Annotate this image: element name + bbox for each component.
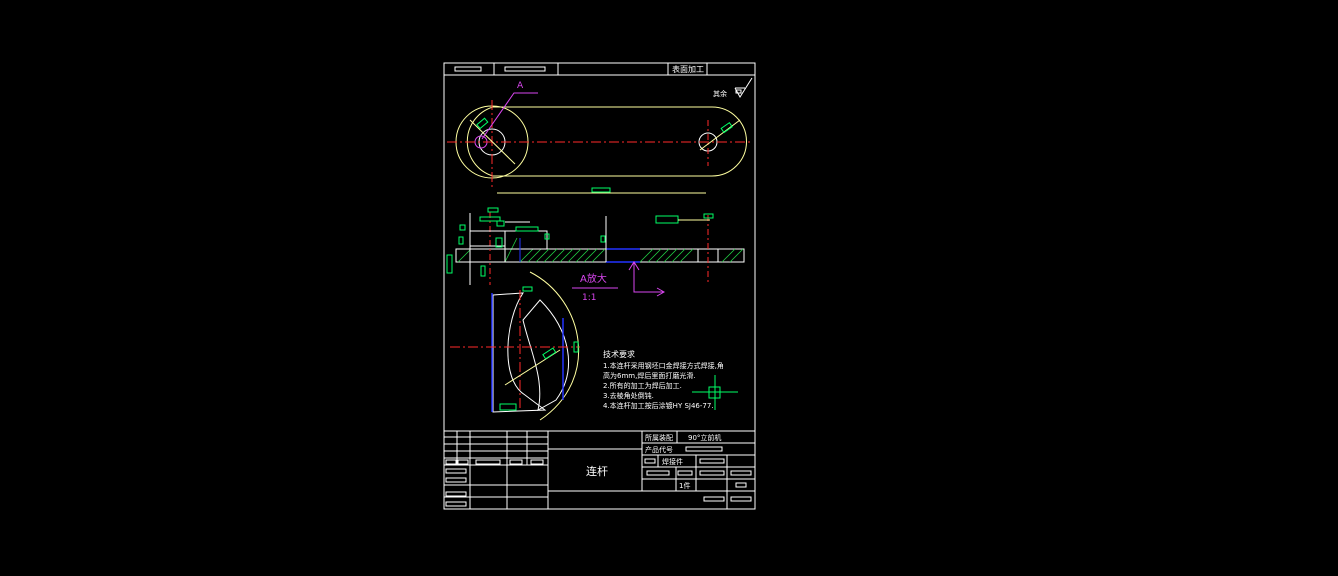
roughness-symbol <box>734 77 753 98</box>
detail-scale: 1:1 <box>582 293 596 303</box>
tech-line-3: 2.所有的加工为焊后加工. <box>603 381 682 390</box>
part-name: 连杆 <box>586 464 608 478</box>
tech-line-4: 3.去棱角处倒钝. <box>603 391 654 400</box>
tech-requirements: 技术要求 1.本连杆采用钢坯口金焊接方式焊接,角 高为6mm,焊后里面打磨光滑.… <box>603 349 724 410</box>
detail-view <box>450 271 580 421</box>
model-value: 90°立前机 <box>688 433 721 442</box>
header-strip <box>444 63 755 76</box>
model-label: 所属装配 <box>645 433 673 442</box>
rod-section-body <box>455 248 745 263</box>
tech-title: 技术要求 <box>603 349 635 359</box>
view-direction-arrow <box>633 262 664 293</box>
section-letter-a: A <box>517 81 524 91</box>
quantity: 1件 <box>679 481 690 490</box>
sheet-border <box>443 62 756 510</box>
header-surface-label: 表面加工 <box>672 64 704 74</box>
title-block <box>444 430 755 509</box>
part-type: 焊接件 <box>662 457 683 466</box>
tech-line-1: 1.本连杆采用钢坯口金焊接方式焊接,角 <box>603 361 724 370</box>
rod-outline <box>466 106 747 177</box>
tech-line-2: 高为6mm,焊后里面打磨光滑. <box>603 371 696 380</box>
detail-leader <box>481 92 538 140</box>
roughness-label: 其余 <box>713 89 727 98</box>
section-view <box>446 207 745 297</box>
weld-symbol <box>692 375 738 410</box>
detail-title: A放大 <box>580 272 607 285</box>
top-view <box>447 92 752 194</box>
product-code-label: 产品代号 <box>645 445 673 454</box>
tech-line-5: 4.本连杆加工按后涂镀HY SJ46-77. <box>603 401 714 410</box>
